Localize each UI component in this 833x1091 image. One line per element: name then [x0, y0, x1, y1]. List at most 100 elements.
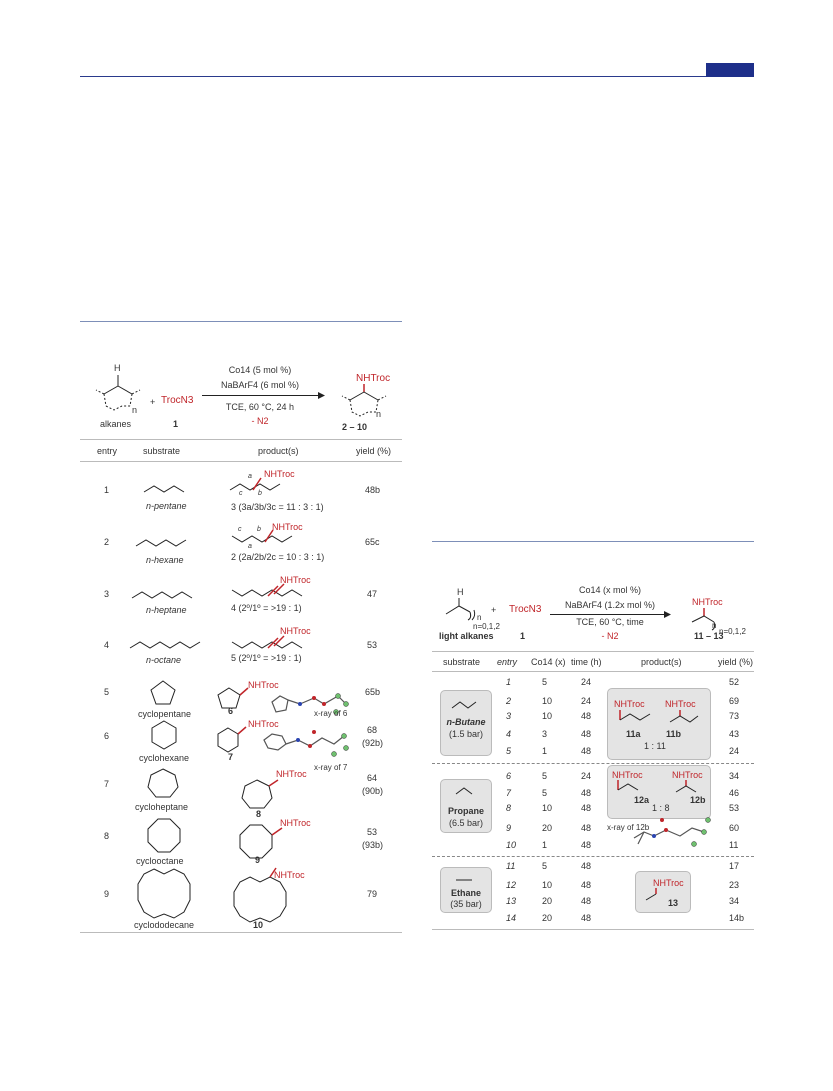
row-yield: 43 [729, 729, 740, 739]
substrate-box-ethane [440, 867, 492, 913]
row-loading: 5 [542, 788, 548, 798]
cond-byproduct: - N2 [251, 416, 269, 426]
row-entry: 6 [506, 771, 512, 781]
row-time: 48 [581, 788, 592, 798]
col-products: product(s) [641, 657, 682, 667]
row-loading: 3 [542, 729, 548, 739]
row-yield: 46 [729, 788, 740, 798]
substrate-name: n-hexane [146, 555, 184, 565]
substrate-name: cyclooctane [136, 856, 184, 866]
col-entry: entry [497, 657, 518, 667]
row-time: 48 [581, 746, 592, 756]
substrate-name: n-octane [146, 655, 182, 665]
product-label-11a: NHTroc [614, 699, 645, 709]
reagent-trocn3: TrocN3 [509, 604, 542, 615]
product-ring-structure [341, 384, 387, 417]
product-id-11b: 11b [666, 729, 682, 739]
row-time: 24 [581, 771, 592, 781]
row-yield: 34 [729, 771, 740, 781]
yield: 79 [367, 889, 378, 899]
substrate-name: Ethane [450, 888, 481, 898]
pentane-structure [143, 485, 185, 493]
row-entry: 2 [506, 696, 512, 706]
product-ratio: 1 : 11 [644, 741, 666, 751]
table1-header-rule-top [80, 439, 402, 440]
product-label-12b: NHTroc [672, 770, 703, 780]
row-time: 48 [581, 803, 592, 813]
product-numbers: 11 – 13 [694, 631, 724, 641]
heptane-structure [131, 591, 193, 599]
product-label: NHTroc [248, 719, 279, 729]
product-box-ethane [635, 871, 691, 913]
row-entry: 7 [506, 788, 512, 798]
substrate-box-propane [440, 779, 492, 833]
product-4-structure [231, 583, 303, 597]
octane-structure [129, 641, 201, 649]
row-loading: 10 [542, 803, 553, 813]
arrow-head [318, 392, 325, 399]
row-entry: 9 [506, 823, 512, 833]
entry-number: 8 [104, 831, 110, 841]
product-11b-structure [669, 710, 699, 723]
product-caption: 9 [255, 855, 261, 865]
substrate-name: n-pentane [146, 501, 187, 511]
xray-structure-7 [263, 730, 349, 757]
alkane-ring-structure [95, 375, 141, 411]
product-group: NHTroc [356, 373, 391, 384]
hexane-structure [135, 539, 187, 547]
col-entry: entry [97, 446, 118, 456]
h-atom: H [114, 363, 121, 373]
row-loading: 5 [542, 861, 548, 871]
product-12a-structure [617, 780, 639, 791]
cond-solvent: TCE, 60 °C, 24 h [225, 402, 295, 412]
table1-top-rule [80, 321, 402, 322]
row-loading: 5 [542, 677, 548, 687]
cyclopentane-structure [150, 680, 176, 705]
product-label: NHTroc [276, 769, 307, 779]
entry-number: 4 [104, 640, 110, 650]
substrate-name: Propane [447, 806, 484, 816]
site-c: c [238, 526, 242, 533]
product-structure [691, 608, 716, 631]
site-a: a [248, 473, 252, 480]
product-label-13: NHTroc [653, 878, 684, 888]
col-products: product(s) [258, 446, 299, 456]
substrate-name: n-heptane [146, 605, 187, 615]
row-time: 48 [581, 880, 592, 890]
product-10-structure [233, 867, 287, 923]
row-loading: 1 [542, 840, 548, 850]
entry-number: 2 [104, 537, 110, 547]
cycloheptane-structure [147, 768, 179, 798]
product-id-12a: 12a [634, 795, 650, 805]
product-8-structure [241, 779, 279, 809]
row-entry: 5 [506, 746, 512, 756]
row-entry: 14 [506, 913, 517, 923]
yield: 64 [367, 773, 378, 783]
site-b: b [257, 526, 261, 533]
row-entry: 3 [506, 711, 512, 721]
yield: 65b [365, 687, 381, 697]
row-yield: 60 [729, 823, 740, 833]
entry-number: 9 [104, 889, 110, 899]
product-label: NHTroc [248, 680, 279, 690]
row-time: 48 [581, 861, 592, 871]
row-yield: 73 [729, 711, 740, 721]
product-9-structure [239, 824, 283, 859]
row-yield: 11 [729, 840, 739, 850]
row-entry: 4 [506, 729, 512, 739]
cyclohexane-structure [151, 720, 177, 750]
product-numbers: 2 – 10 [342, 422, 368, 432]
xray-structure-6 [271, 693, 349, 715]
propane-structure [455, 787, 473, 795]
col-substrate: substrate [143, 446, 181, 456]
product-n: n [376, 409, 382, 419]
row-yield: 17 [729, 861, 740, 871]
row-time: 48 [581, 913, 592, 923]
reagent-number: 1 [520, 631, 526, 641]
butane-structure [451, 701, 477, 709]
row-loading: 1 [542, 746, 548, 756]
cond-additive: NaBArF4 (1.2x mol %) [564, 600, 656, 610]
row-time: 24 [581, 696, 592, 706]
table2-top-rule [432, 541, 754, 542]
row-time: 48 [581, 840, 592, 850]
